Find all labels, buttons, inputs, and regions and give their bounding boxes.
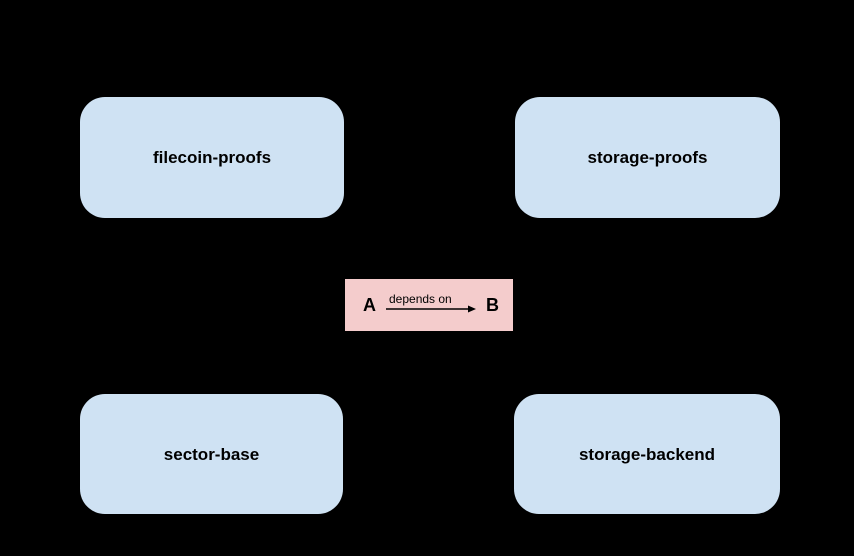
node-storage-backend: storage-backend [514,394,780,514]
node-storage-proofs: storage-proofs [515,97,780,218]
node-sector-base: sector-base [80,394,343,514]
legend-relation: depends on [385,293,477,315]
node-label: storage-backend [578,444,716,464]
node-label: sector-base [163,444,260,464]
node-label: storage-proofs [587,148,708,167]
depends-on-arrow-icon [386,305,476,313]
legend-to-label: B [486,295,499,315]
node-label: filecoin-proofs [152,148,272,167]
legend-from-label: A [363,295,376,315]
legend-box: A depends on B [345,279,513,331]
legend-relation-label: depends on [389,292,452,306]
node-filecoin-proofs: filecoin-proofs [80,97,344,218]
